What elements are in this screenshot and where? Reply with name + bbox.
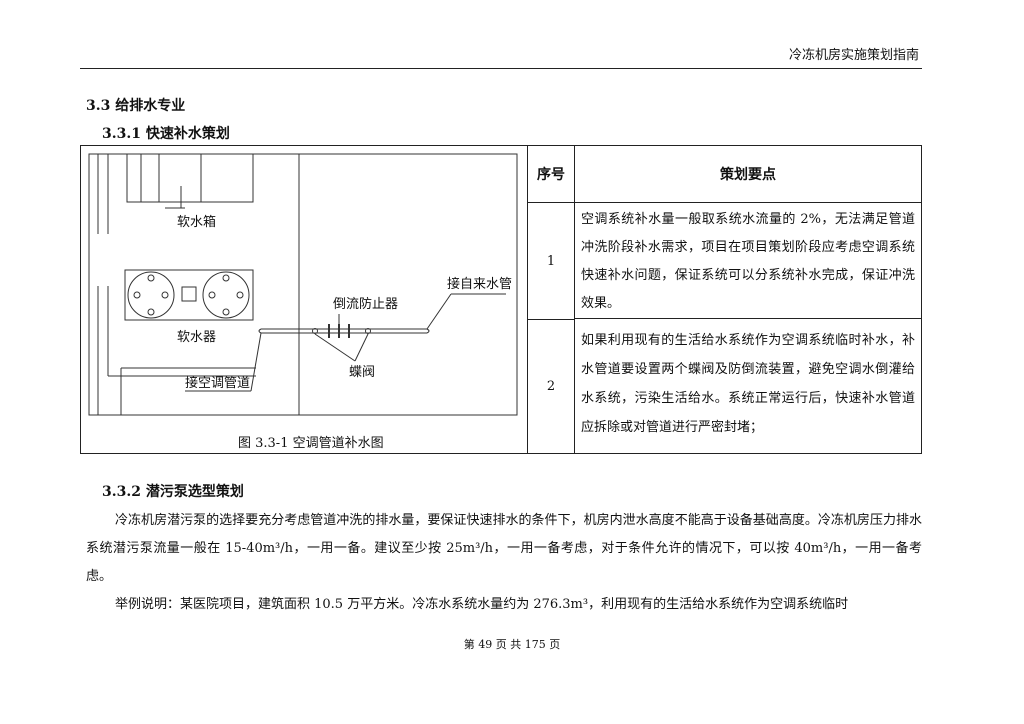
diagram-frame [88,153,518,416]
label-soft-water-tank: 软水箱 [177,214,216,230]
label-water-softener: 软水器 [177,330,216,345]
table-row-1-text: 空调系统补水量一般取系统水流量的 2%，无法满足管道冲洗阶段补水需求，项目在项目… [575,203,921,319]
label-backflow-preventer: 倒流防止器 [333,296,398,312]
table-row-2-num: 2 [528,320,575,453]
water-softener [124,269,254,321]
soft-water-tank [126,153,254,203]
paragraph-sump-pump: 冷冻机房潜污泵的选择要充分考虑管道冲洗的排水量，要保证快速排水的条件下，机房内泄… [86,507,922,591]
paragraph-sump-pump-text: 冷冻机房潜污泵的选择要充分考虑管道冲洗的排水量，要保证快速排水的条件下，机房内泄… [86,513,922,584]
paragraph-example-text: 举例说明：某医院项目，建筑面积 10.5 万平方米。冷冻水系统水量约为 276.… [115,597,849,612]
figure-caption: 图 3.3-1 空调管道补水图 [238,436,384,451]
table-header-points: 策划要点 [575,146,921,203]
table-row-2-text: 如果利用现有的生活给水系统作为空调系统临时补水，补水管道要设置两个蝶阀及防倒流装… [581,333,915,435]
section-heading: 3.3 给排水专业 [86,98,186,114]
subsection-heading-sump-pump: 3.3.2 潜污泵选型策划 [102,484,244,500]
label-ac-pipe: 接空调管道 [185,375,250,391]
table-header-seq: 序号 [528,146,575,203]
table-row-1-num: 1 [528,203,575,320]
label-tap-water-pipe: 接自来水管 [447,276,512,292]
header-divider [80,68,922,69]
label-butterfly-valve: 蝶阀 [349,365,375,380]
page-footer: 第 49 页 共 175 页 [463,638,561,651]
paragraph-example: 举例说明：某医院项目，建筑面积 10.5 万平方米。冷冻水系统水量约为 276.… [86,591,922,619]
subsection-heading-makeup-water: 3.3.1 快速补水策划 [102,126,230,142]
figure-cell: 软水箱 软水器 倒流防止器 接自来水管 蝶阀 接空调管道 图 3.3-1 空调管… [81,146,528,453]
document-header-title: 冷冻机房实施策划指南 [788,48,919,63]
planning-table: 软水箱 软水器 倒流防止器 接自来水管 蝶阀 接空调管道 图 3.3-1 空调管… [80,145,922,454]
makeup-water-diagram: 软水箱 软水器 倒流防止器 接自来水管 蝶阀 接空调管道 [88,153,518,416]
